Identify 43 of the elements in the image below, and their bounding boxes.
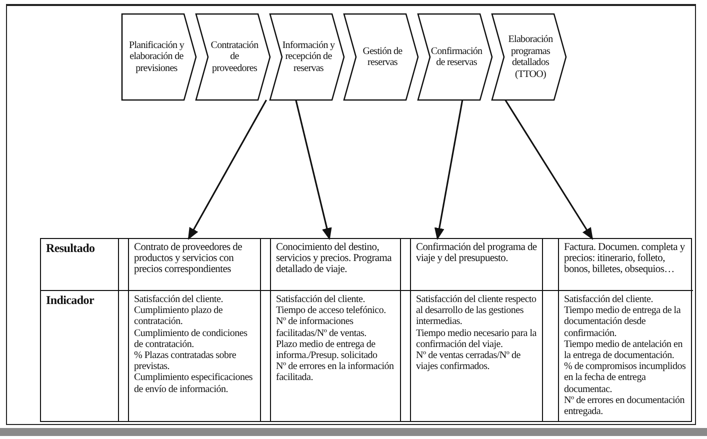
arrow [295, 100, 332, 240]
cell-text: Conocimiento del destino, servicios y precios. Programa detallado de viaje. [276, 242, 393, 276]
process-step [270, 14, 344, 100]
cell-text: Tiempo de acceso telefónico. [276, 305, 387, 316]
cell-text: Nº de errores en la información facilitada. [276, 361, 395, 384]
table-cell [129, 239, 261, 291]
cell-text: Tiempo medio de entrega de la documentación desde confirmación. [564, 305, 682, 339]
cell-text: Factura. Documen. completa y precios: itinerario, folleto, bonos, billetes, obsequios… [564, 242, 686, 276]
step-label: Elaboración programas detallados (TTOO) [507, 34, 554, 80]
cell-text: Satisfacción del cliente. [276, 294, 366, 306]
step-label: Contratación de proveedores [210, 40, 260, 74]
cell-text: Confirmación del programa de viaje y del presupuesto. [416, 242, 537, 264]
process-step [344, 14, 418, 100]
arrow [434, 100, 464, 240]
arrow [188, 100, 267, 240]
cell-text: Cumplimiento de condiciones de contratación. [134, 328, 248, 350]
step-label: Confirmación de reservas [430, 46, 484, 68]
step-label: Planificación y elaboración de previsiones [128, 40, 186, 74]
cell-text: Cumplimiento plazo de contratación. [134, 305, 224, 328]
cell-text: Nº de errores en documentación entregada. [564, 394, 686, 418]
process-step [122, 14, 196, 100]
cell-text: % de compromisos incumplidos en la fecha de entrega documentac. [564, 361, 687, 395]
cell-text: Plazo medio de entrega de informa./Presup. solicitado [276, 338, 378, 362]
cell-text: Contrato de proveedores de productos y servicios con precios correspondientes [134, 242, 243, 276]
cell-text: Cumplimiento especificaciones de envío de información. [134, 372, 254, 395]
process-step [418, 14, 492, 100]
cell-text: Nº de ventas cerradas/Nº de viajes confirmados. [416, 350, 522, 372]
step-label: Información y recepción de reservas [281, 40, 336, 74]
cell-text: Tiempo medio necesario para la confirmación del viaje. [416, 328, 537, 350]
step-label: Gestión de reservas [362, 46, 404, 68]
arrow [504, 100, 594, 240]
process-step [196, 14, 270, 100]
table-cell [271, 239, 401, 291]
cell-text: Satisfacción del cliente respecto al desarrollo de las gestiones intermedias. [416, 294, 537, 328]
row-header: Resultado [41, 239, 119, 291]
row-header: Indicador [41, 291, 119, 421]
cell-text: Tiempo medio de antelación en la entrega de documentación. [564, 338, 684, 362]
cell-text: Nº de informaciones facilitadas/Nº de ventas. [276, 316, 368, 339]
cell-text: % Plazas contratadas sobre previstas. [134, 350, 238, 372]
cell-text: Satisfacción del cliente. [134, 294, 224, 306]
cell-text: Satisfacción del cliente. [564, 294, 654, 306]
table-cell [411, 239, 543, 291]
process-step [492, 14, 566, 100]
